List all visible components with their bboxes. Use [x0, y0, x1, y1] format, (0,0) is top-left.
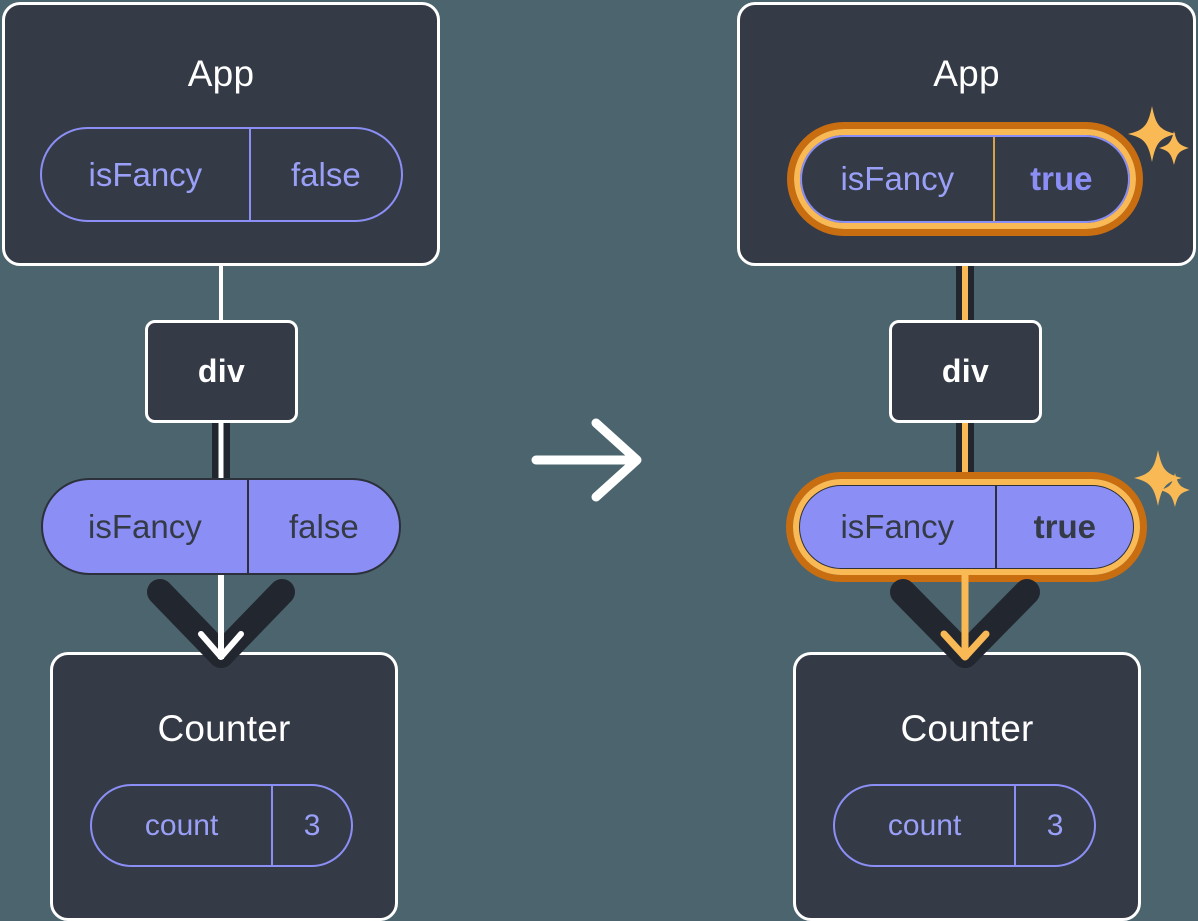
div-node-before: div	[145, 320, 298, 423]
app-title-after: App	[933, 53, 1000, 94]
prop-pill-before[interactable]: isFancy false	[41, 478, 401, 575]
prop-pill-key-before: isFancy	[88, 507, 202, 545]
counter-state-pill-value-before: 3	[271, 786, 351, 865]
app-state-pill-before[interactable]: isFancy false	[40, 127, 403, 222]
div-node-label-before: div	[197, 353, 246, 389]
arrow-left-wing-after	[890, 579, 978, 668]
arrow-right-wing-after	[952, 579, 1040, 668]
arrow-right-wing-before	[208, 579, 295, 668]
div-node-after: div	[889, 320, 1042, 423]
sparkle-icon-prop-small	[1160, 473, 1190, 507]
app-state-pill-value-before: false	[248, 129, 401, 220]
app-title-before: App	[187, 53, 255, 94]
counter-state-pill-value-after: 3	[1014, 786, 1094, 865]
arrow-left-wing-before	[147, 579, 234, 668]
counter-state-pill-after[interactable]: count 3	[833, 784, 1096, 867]
prop-pill-highlight-ring-inner-after	[793, 479, 1140, 575]
sparkle-icon-prop-large	[1134, 450, 1182, 506]
prop-pill-value-before: false	[246, 480, 399, 573]
counter-state-pill-key-before: count	[144, 808, 219, 842]
arrow-right-icon	[531, 418, 642, 502]
div-node-label-after: div	[941, 353, 990, 389]
app-pill-highlight-ring-inner-after	[794, 129, 1136, 229]
counter-state-pill-before[interactable]: count 3	[90, 784, 353, 867]
counter-title-before: Counter	[157, 708, 291, 749]
app-state-pill-key-before: isFancy	[88, 155, 203, 193]
counter-state-pill-key-after: count	[887, 808, 962, 842]
counter-title-after: Counter	[900, 708, 1034, 749]
